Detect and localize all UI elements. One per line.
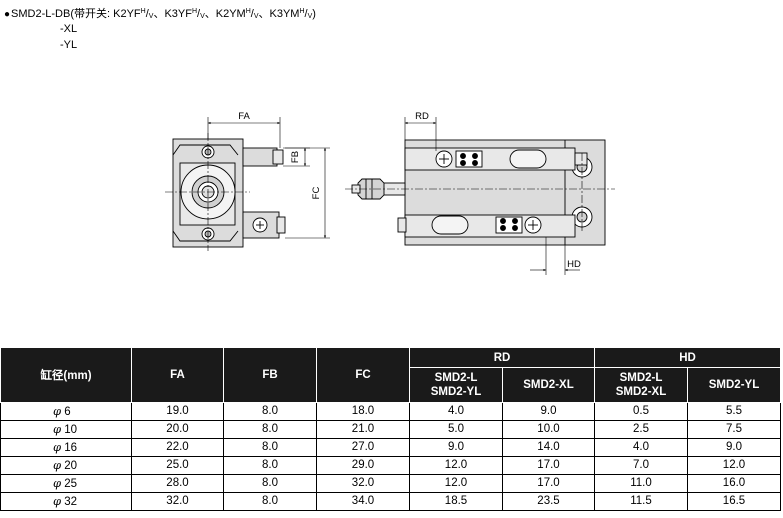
cell-hd2: 16.5 (687, 492, 781, 511)
technical-drawing: FA FB FC (165, 111, 615, 275)
cell-hd2: 16.0 (687, 474, 781, 493)
col-header-rd-xl: SMD2-XL (502, 367, 595, 403)
col-group-rd: RD (409, 347, 595, 368)
col-header-fc: FC (316, 347, 410, 403)
cell-fb: 8.0 (223, 492, 317, 511)
cell-hd1: 2.5 (594, 420, 688, 439)
cell-fa: 19.0 (131, 402, 224, 421)
cell-fa: 25.0 (131, 456, 224, 475)
front-view (165, 133, 286, 251)
col-group-hd: HD (594, 347, 781, 368)
cell-bore: φ 16 (0, 438, 132, 457)
cell-fc: 18.0 (316, 402, 410, 421)
cell-hd1: 0.5 (594, 402, 688, 421)
cell-fa: 32.0 (131, 492, 224, 511)
switch-list: K2YFH/V、K3YFH/V、K2YMH/V、K3YMH/V) (113, 8, 316, 20)
cell-fc: 32.0 (316, 474, 410, 493)
cell-fb: 8.0 (223, 438, 317, 457)
side-view (345, 139, 615, 246)
cell-fa: 20.0 (131, 420, 224, 439)
cell-rd2: 17.0 (502, 456, 595, 475)
cell-rd2: 23.5 (502, 492, 595, 511)
cell-fb: 8.0 (223, 402, 317, 421)
switch-model: K2YMH/V、 (215, 8, 270, 20)
cell-rd1: 12.0 (409, 474, 503, 493)
cell-fc: 27.0 (316, 438, 410, 457)
dim-label-fc: FC (311, 187, 322, 200)
col-header-bore: 缸径(mm) (0, 347, 132, 403)
cell-fa: 28.0 (131, 474, 224, 493)
col-header-fa: FA (131, 347, 224, 403)
cell-bore: φ 25 (0, 474, 132, 493)
cell-bore: φ 10 (0, 420, 132, 439)
variant-xl: -XL (60, 23, 78, 35)
cell-rd2: 10.0 (502, 420, 595, 439)
cell-rd2: 17.0 (502, 474, 595, 493)
model-name: SMD2-L-DB (11, 8, 71, 20)
cell-hd1: 11.0 (594, 474, 688, 493)
cell-hd2: 7.5 (687, 420, 781, 439)
cell-hd1: 7.0 (594, 456, 688, 475)
cell-bore: φ 32 (0, 492, 132, 511)
dim-label-rd: RD (415, 111, 429, 122)
variant-yl: -YL (60, 39, 78, 51)
cell-hd2: 12.0 (687, 456, 781, 475)
cell-fa: 22.0 (131, 438, 224, 457)
cell-bore: φ 6 (0, 402, 132, 421)
cell-fc: 29.0 (316, 456, 410, 475)
cell-fc: 34.0 (316, 492, 410, 511)
model-title: ●SMD2-L-DB(带开关: K2YFH/V、K3YFH/V、K2YMH/V、… (4, 5, 316, 21)
dim-label-fa: FA (238, 111, 250, 122)
col-header-fb: FB (223, 347, 317, 403)
cell-rd1: 12.0 (409, 456, 503, 475)
cell-hd1: 4.0 (594, 438, 688, 457)
switch-model: K3YFH/V、 (164, 8, 216, 20)
col-header-hd-yl: SMD2-YL (687, 367, 781, 403)
cell-hd2: 5.5 (687, 402, 781, 421)
cell-rd2: 9.0 (502, 402, 595, 421)
switch-prefix: (带开关: (70, 8, 114, 20)
cell-rd2: 14.0 (502, 438, 595, 457)
cell-fb: 8.0 (223, 474, 317, 493)
cell-fb: 8.0 (223, 456, 317, 475)
cell-rd1: 18.5 (409, 492, 503, 511)
cell-rd1: 5.0 (409, 420, 503, 439)
dim-label-hd: HD (567, 259, 581, 270)
cell-hd2: 9.0 (687, 438, 781, 457)
cell-fc: 21.0 (316, 420, 410, 439)
cell-rd1: 4.0 (409, 402, 503, 421)
cell-rd1: 9.0 (409, 438, 503, 457)
dim-label-fb: FB (290, 151, 301, 163)
bullet-icon: ● (4, 9, 11, 20)
switch-model: K3YMH/V) (269, 8, 316, 20)
cell-hd1: 11.5 (594, 492, 688, 511)
cell-bore: φ 20 (0, 456, 132, 475)
switch-model: K2YFH/V、 (113, 8, 165, 20)
cell-fb: 8.0 (223, 420, 317, 439)
